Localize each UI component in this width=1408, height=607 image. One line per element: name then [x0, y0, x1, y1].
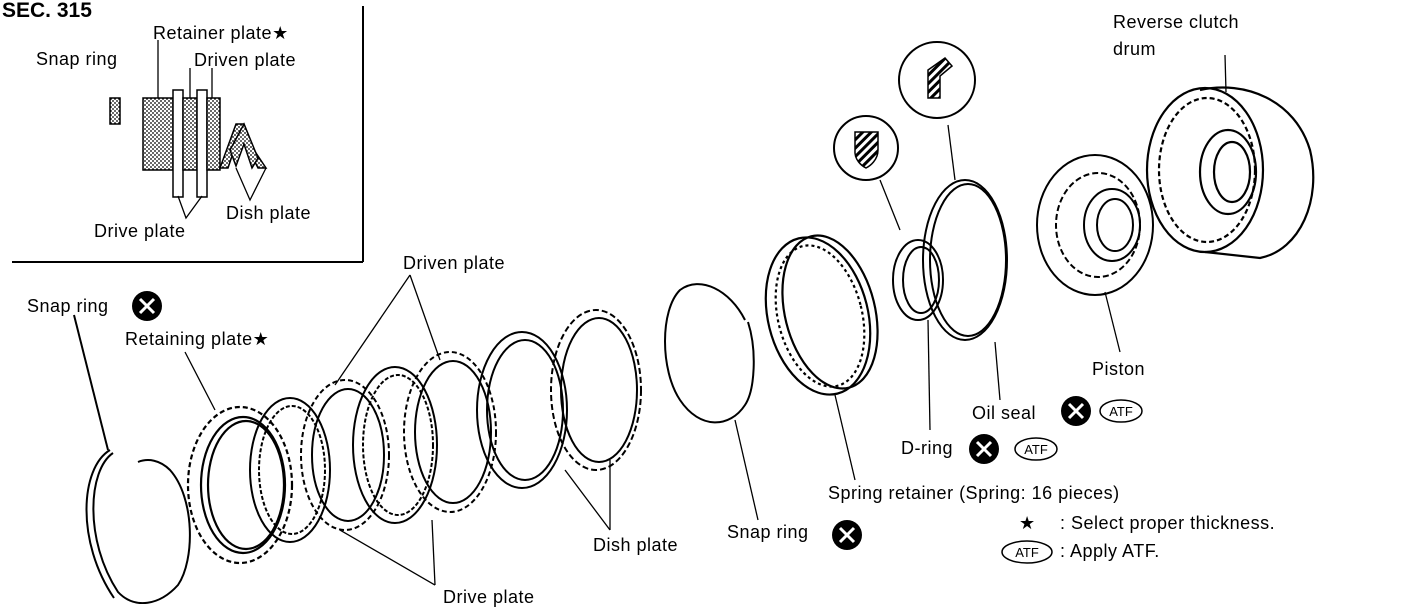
inset-retainer-plate-label: Retainer plate★	[153, 23, 289, 43]
inset-leaders	[157, 40, 267, 220]
inset-dish-plate-label: Dish plate	[226, 203, 312, 223]
retaining-plate	[184, 351, 294, 565]
svg-text:ATF: ATF	[1015, 545, 1039, 560]
replace-icon	[832, 520, 862, 550]
inset-drive-plate-label: Drive plate	[94, 221, 186, 241]
legend-star-text: : Select proper thickness.	[1060, 513, 1276, 533]
legend-star-icon: ★	[1019, 513, 1036, 533]
snap-ring-left-label: Snap ring	[27, 296, 109, 316]
replace-icon	[969, 434, 999, 464]
d-ring-label: D-ring	[901, 438, 954, 458]
snap-ring-mid	[664, 283, 759, 521]
callout-oilseal	[898, 41, 976, 119]
oil-seal-label: Oil seal	[972, 403, 1037, 423]
spring-retainer-label: Spring retainer (Spring: 16 pieces)	[828, 483, 1120, 503]
snap-ring-left	[73, 314, 191, 604]
atf-badge-dring: ATF	[1014, 437, 1058, 461]
legend-atf-text: : Apply ATF.	[1060, 541, 1160, 561]
dish-plate-label: Dish plate	[593, 535, 679, 555]
d-ring	[879, 179, 944, 431]
drive-plate-label: Drive plate	[443, 587, 535, 607]
oil-seal	[922, 124, 1008, 401]
inset-plates	[109, 89, 268, 198]
replace-icon	[1061, 396, 1091, 426]
snap-ring-mid-label: Snap ring	[727, 522, 809, 542]
inset-box	[12, 6, 364, 263]
atf-badge-oilseal: ATF	[1099, 399, 1143, 423]
clutch-plates	[249, 309, 642, 543]
spring-retainer	[764, 234, 879, 481]
piston	[1036, 154, 1154, 353]
plate-leaders	[334, 274, 611, 586]
reverse-clutch-drum	[1145, 54, 1315, 260]
inset-snap-ring-label: Snap ring	[36, 49, 118, 69]
callout-dring	[833, 115, 899, 181]
inset-driven-plate-label: Driven plate	[194, 50, 297, 70]
driven-plate-label: Driven plate	[403, 253, 506, 273]
replace-icon	[132, 291, 162, 321]
svg-text:ATF: ATF	[1109, 404, 1133, 419]
retaining-plate-label: Retaining plate★	[125, 329, 270, 349]
piston-label: Piston	[1092, 359, 1146, 379]
reverse-clutch-drum-label-line1: Reverse clutch	[1113, 12, 1240, 32]
atf-badge-legend: ATF	[1001, 540, 1053, 564]
reverse-clutch-drum-label-line2: drum	[1113, 39, 1157, 59]
svg-text:ATF: ATF	[1024, 442, 1048, 457]
section-number: SEC. 315	[2, 0, 92, 22]
